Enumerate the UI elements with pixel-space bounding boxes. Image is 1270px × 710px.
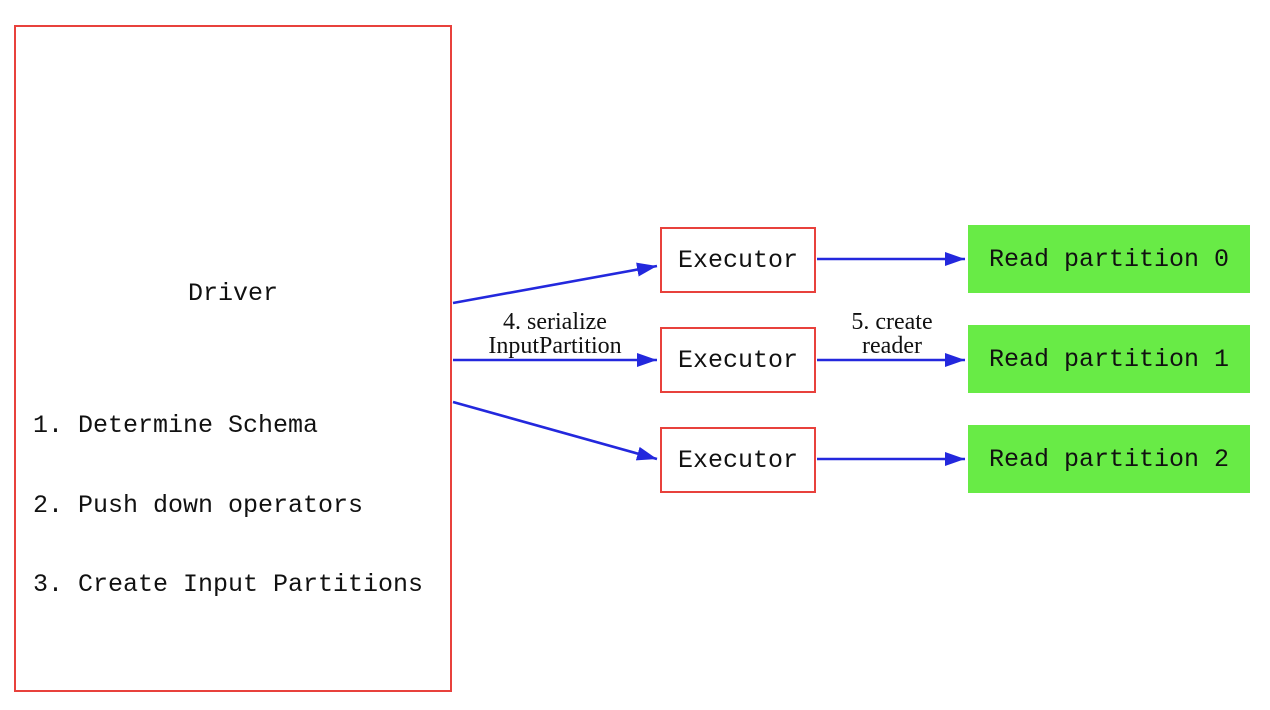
driver-steps-list: 1. Determine Schema 2. Push down operato…: [33, 360, 423, 652]
edge-label-serialize-line2: InputPartition: [488, 333, 622, 359]
driver-step-1: 1. Determine Schema: [33, 411, 319, 440]
executor-label: Executor: [677, 445, 799, 475]
edge-label-serialize-line1: 4. serialize: [503, 309, 607, 335]
driver-step-3: 3. Create Input Partitions: [33, 570, 424, 599]
read-partition-label: Read partition 2: [988, 444, 1230, 474]
read-partition-box-1: Read partition 1: [968, 325, 1250, 393]
arrow-driver-to-executor-0: [452, 262, 658, 305]
edge-label-create-reader-line2: reader: [862, 333, 922, 359]
read-partition-label: Read partition 1: [988, 344, 1230, 374]
executor-label: Executor: [677, 345, 799, 375]
driver-title: Driver: [187, 279, 278, 308]
read-partition-box-2: Read partition 2: [968, 425, 1250, 493]
executor-box-0: Executor: [660, 227, 816, 293]
edge-label-create-reader: 5. create reader: [802, 310, 982, 358]
executor-box-1: Executor: [660, 327, 816, 393]
executor-box-2: Executor: [660, 427, 816, 493]
arrow-driver-to-executor-2: [452, 400, 658, 461]
edge-label-create-reader-line1: 5. create: [851, 309, 933, 335]
read-partition-box-0: Read partition 0: [968, 225, 1250, 293]
read-partition-label: Read partition 0: [988, 244, 1230, 274]
driver-step-2: 2. Push down operators: [33, 490, 364, 520]
driver-box: [14, 25, 452, 692]
executor-label: Executor: [677, 245, 799, 275]
edge-label-serialize: 4. serialize InputPartition: [445, 310, 665, 358]
